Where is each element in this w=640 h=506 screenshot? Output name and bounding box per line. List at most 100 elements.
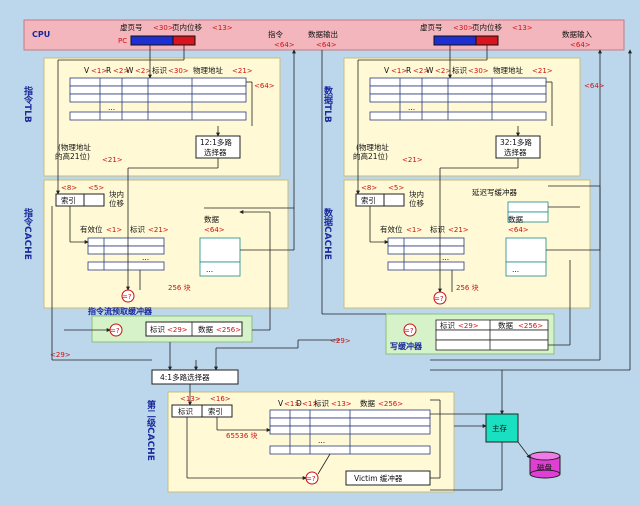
svg-text:物理地址: 物理地址 <box>493 65 523 75</box>
dtlb-title: 数据TLB <box>322 85 333 123</box>
icache-offset-line1: 块内 <box>109 189 124 199</box>
dcache-offset-line2: 位移 <box>409 198 424 208</box>
offset-left-label: 页内位移 <box>172 22 202 32</box>
dcache-offset-bits: <5> <box>388 184 404 192</box>
dtlb-table <box>369 77 547 121</box>
cpu-bar <box>23 19 625 51</box>
dcache-valid-label: 有效位 <box>380 224 403 234</box>
icache-panel <box>43 179 289 309</box>
icache-offset-box <box>83 193 105 207</box>
data-in-bits: <64> <box>570 41 591 49</box>
svg-text:W: W <box>426 66 434 75</box>
l2-victim-label: Victim 缓冲器 <box>354 473 403 483</box>
svg-text:V: V <box>84 66 90 75</box>
offset-right-label: 页内位移 <box>472 22 502 32</box>
prefetch-tag-bits: <29> <box>167 326 188 334</box>
icache-compare-label: =? <box>122 293 132 301</box>
svg-text:V: V <box>384 66 390 75</box>
dtlb-note-line2: 的高21位) <box>353 151 388 161</box>
svg-text:<13>: <13> <box>331 400 352 408</box>
dcache-index-label: 索引 <box>361 195 376 205</box>
icache-tag-table <box>87 237 165 271</box>
icache-data-array <box>199 237 241 277</box>
icache-offset-bits: <5> <box>88 184 104 192</box>
offset-left-bits: <13> <box>212 24 233 32</box>
dcache-data-bits: <64> <box>508 226 529 234</box>
svg-text:<30>: <30> <box>468 67 489 75</box>
svg-text:D: D <box>296 399 302 408</box>
mux41-label: 4:1多路选择器 <box>160 372 210 382</box>
svg-text:标识: 标识 <box>452 65 467 75</box>
svg-text:<1>: <1> <box>302 400 318 408</box>
prefetch-tag-label: 标识 <box>150 324 165 334</box>
main-memory-label: 主存 <box>492 423 507 433</box>
mux41-bits29-left: <29> <box>50 351 71 359</box>
svg-text:<30>: <30> <box>168 67 189 75</box>
icache-blocks: 256 块 <box>168 283 191 292</box>
svg-text:<256>: <256> <box>378 400 403 408</box>
itlb-dots: ... <box>108 103 115 112</box>
instr-bits: <64> <box>274 41 295 49</box>
vpage-left-bits: <30> <box>153 24 174 32</box>
svg-text:<2>: <2> <box>413 67 429 75</box>
cpu-label: CPU <box>32 30 50 39</box>
prefetch-title: 指令流预取缓冲器 <box>88 306 153 316</box>
icache-index-bits: <8> <box>61 184 77 192</box>
itlb-bits21: <21> <box>102 156 123 164</box>
instr-label: 指令 <box>268 29 283 39</box>
itlb-title: 指令TLB <box>22 85 34 123</box>
dtlb-dots: ... <box>408 103 415 112</box>
itlb-mux-line1: 12:1多路 <box>200 137 232 147</box>
icache-dots: ... <box>142 253 149 262</box>
svg-text:<2>: <2> <box>435 67 451 75</box>
icache-valid-label: 有效位 <box>80 224 103 234</box>
svg-text:<21>: <21> <box>232 67 253 75</box>
writebuf-compare-label: =? <box>404 327 414 335</box>
disk-icon <box>529 451 561 479</box>
itlb-note-line1: (物理地址 <box>58 142 91 152</box>
dcache-blocks: 256 块 <box>456 283 479 292</box>
svg-text:R: R <box>406 66 411 75</box>
dcache-tag-bits: <21> <box>448 226 469 234</box>
dcache-data-array <box>505 237 547 277</box>
icache-index-label: 索引 <box>61 195 76 205</box>
l2-field-header: V<1> D<1> 标识<13> 数据<256> <box>278 398 403 408</box>
prefetch-data-label: 数据 <box>198 324 213 334</box>
svg-text:W: W <box>126 66 134 75</box>
dcache-data-dots: ... <box>512 265 519 274</box>
writebuf-title: 写缓冲器 <box>390 341 423 351</box>
dcache-tag-table <box>387 237 465 271</box>
icache-data-bits: <64> <box>204 226 225 234</box>
bus-label-dtlb: <64> <box>584 82 605 90</box>
writebuf-compare <box>403 323 417 337</box>
itlb-field-header: V<1> R<2> W<2> 标识<30> 物理地址<21> <box>84 65 253 75</box>
svg-text:<1>: <1> <box>91 67 107 75</box>
dtlb-note-line1: (物理地址 <box>356 142 389 152</box>
data-in-label: 数据输入 <box>562 29 592 39</box>
dtlb-field-header: V<1> R<2> W<2> 标识<30> 物理地址<21> <box>384 65 553 75</box>
dtlb-bits21: <21> <box>402 156 423 164</box>
vpage-right-bits: <30> <box>453 24 474 32</box>
l2-title: 第二级CACHE <box>145 399 157 461</box>
icache-tag-label: 标识 <box>130 224 145 234</box>
dcache-offset-box <box>383 193 405 207</box>
l2-blocks: 65536 块 <box>226 431 258 440</box>
disk-label: 磁盘 <box>537 462 552 472</box>
data-out-bits: <64> <box>316 41 337 49</box>
dcache-tag-label: 标识 <box>430 224 445 234</box>
prefetch-compare-label: =? <box>110 327 120 335</box>
dcache-data-label: 数据 <box>508 214 523 224</box>
svg-text:标识: 标识 <box>314 398 329 408</box>
writebuf-data-bits: <256> <box>518 322 543 330</box>
data-vpage-register <box>433 35 477 46</box>
writebuf-tag-bits: <29> <box>458 322 479 330</box>
l2-compare-label: =? <box>306 475 316 483</box>
icache-title: 指令CACHE <box>22 207 34 260</box>
icache-valid-bits: <1> <box>106 226 122 234</box>
l2-table <box>269 409 431 455</box>
icache-offset-line2: 位移 <box>109 198 124 208</box>
l2-dots: ... <box>318 436 325 445</box>
dcache-compare-label: =? <box>434 295 444 303</box>
mux41-bits29-right: <29> <box>330 337 351 345</box>
dcache-dots: ... <box>442 253 449 262</box>
